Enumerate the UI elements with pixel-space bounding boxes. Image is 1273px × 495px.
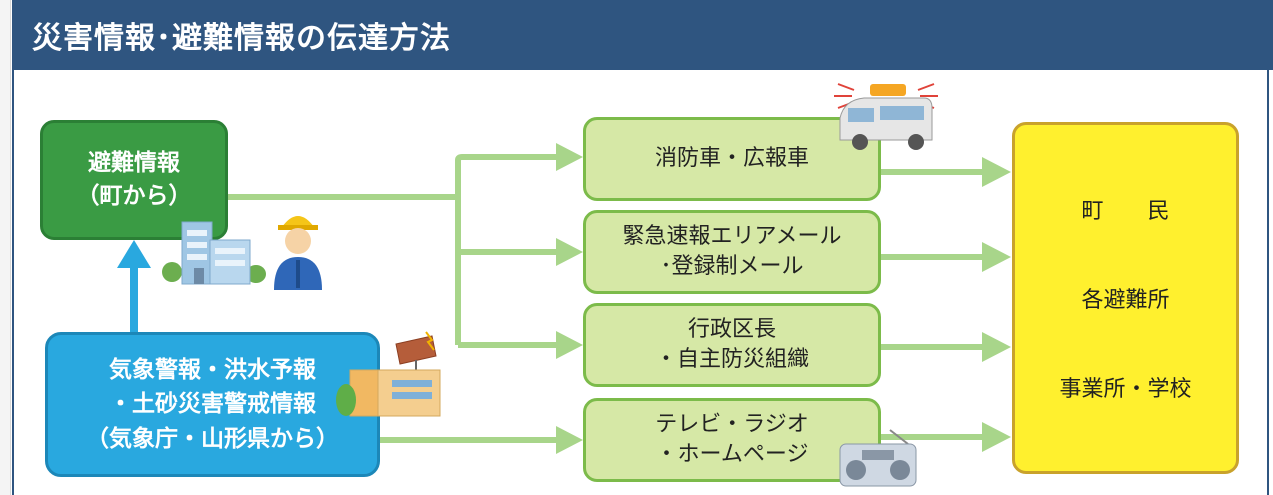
weather-box-line3: （気象庁・山形県から） (86, 425, 339, 452)
content-frame (12, 70, 1269, 495)
recipients-box: 町 民 各避難所 事業所・学校 (1012, 122, 1239, 474)
weather-box-line2: ・土砂災害警戒情報 (109, 391, 316, 418)
pa-car-icon (834, 83, 938, 150)
arrowhead-ch2 (556, 238, 583, 266)
channel-label: 緊急速報エリアメール (622, 224, 842, 250)
arrowhead-ch1 (556, 143, 583, 171)
arrowhead-dest-1 (982, 157, 1011, 187)
connector-trunk-top (455, 154, 560, 161)
channel-sublabel: ・自主防災組織 (654, 347, 809, 372)
arrow-weather-to-town (117, 240, 151, 333)
weather-box-line1: 気象警報・洪水予報 (109, 356, 316, 383)
worker-icon (274, 216, 322, 290)
channel-fire-truck: 消防車・広報車 (583, 117, 881, 201)
arrowhead-ch4 (556, 426, 583, 454)
arrowhead-ch3 (556, 331, 583, 359)
channel-label: 消防車・広報車 (654, 146, 809, 172)
channel-sublabel: ･登録制メール (660, 254, 804, 279)
channel-district-chief: 行政区長 ・自主防災組織 (583, 303, 881, 387)
radio-icon (839, 429, 917, 487)
weather-warning-box: 気象警報・洪水予報 ・土砂災害警戒情報 （気象庁・山形県から） (45, 332, 380, 477)
weather-station-icon (336, 331, 441, 417)
arrowhead-dest-4 (982, 422, 1011, 452)
arrowhead-dest-2 (982, 242, 1011, 272)
town-box-line2: （町から） (76, 183, 192, 209)
recipient-residents: 町 民 (1081, 199, 1170, 225)
channel-label: 行政区長 (687, 317, 776, 343)
building-icon (162, 221, 266, 285)
town-box-line1: 避難情報 (88, 149, 180, 176)
paper-edge (0, 0, 11, 495)
channel-emergency-mail: 緊急速報エリアメール ･登録制メール (583, 210, 881, 294)
recipient-shelters: 各避難所 (1081, 287, 1170, 313)
channel-sublabel: ・ホームページ (655, 442, 809, 467)
page-title: 災害情報･避難情報の伝達方法 (32, 21, 451, 56)
recipient-businesses-schools: 事業所・学校 (1059, 376, 1192, 402)
channel-tv-radio: テレビ・ラジオ ・ホームページ (583, 398, 881, 482)
header-bar: 災害情報･避難情報の伝達方法 (12, 0, 1273, 70)
channel-label: テレビ・ラジオ (655, 412, 809, 438)
arrowhead-dest-3 (982, 332, 1011, 362)
town-evacuation-info-box: 避難情報 （町から） (40, 120, 228, 240)
